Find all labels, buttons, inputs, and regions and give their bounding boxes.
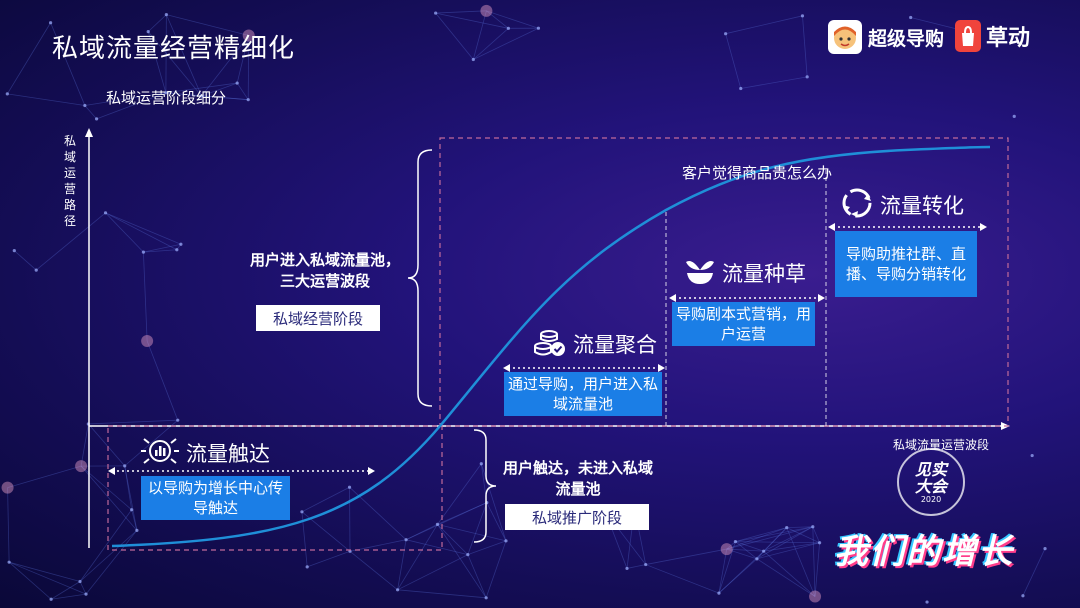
brand-chaojidaogou: 超级导购 xyxy=(828,20,944,54)
page-subtitle: 私域运营阶段细分 xyxy=(106,89,227,107)
brand-name: 超级导购 xyxy=(868,27,945,50)
private-domain-region xyxy=(439,137,1009,427)
bag-logo-icon xyxy=(955,20,981,52)
event-year: 2020 xyxy=(920,494,942,504)
private-domain-note: 用户进入私域流量池，三大运营波段 xyxy=(250,251,401,290)
coins-check-icon xyxy=(533,326,567,362)
people-reach-icon xyxy=(140,434,180,472)
brand-caodong: 草动 xyxy=(955,20,1030,52)
stage-gather-header: 流量聚合 xyxy=(533,326,657,362)
y-axis-arrow xyxy=(85,128,93,137)
stage-title: 流量聚合 xyxy=(573,333,657,357)
stage-title: 流量种草 xyxy=(722,262,806,286)
page-title: 私域流量经营精细化 xyxy=(52,34,296,64)
stage-gather-desc: 通过导购，用户进入私域流量池 xyxy=(504,372,662,416)
public-domain-note: 用户触达，未进入私域流量池 xyxy=(503,459,654,498)
avatar-face-icon xyxy=(828,20,862,54)
private-brace xyxy=(407,149,433,407)
sprout-bowl-icon xyxy=(684,256,716,290)
growth-curve xyxy=(111,145,991,548)
event-slogan: 我们的增长 xyxy=(834,532,1014,572)
event-badge-text: 见实大会 xyxy=(914,459,947,496)
public-domain-region xyxy=(107,425,443,551)
curve-note: 客户觉得商品贵怎么办 xyxy=(682,164,833,182)
x-axis-label: 私域流量运营波段 xyxy=(893,438,990,452)
y-axis-label: 私域运营路径 xyxy=(63,134,76,228)
public-domain-tag: 私域推广阶段 xyxy=(505,504,649,530)
stage-reach-header: 流量触达 xyxy=(140,434,270,472)
stage-title: 流量触达 xyxy=(186,442,270,466)
cycle-arrows-icon xyxy=(840,186,874,224)
private-domain-tag: 私域经营阶段 xyxy=(256,305,380,331)
brand-name: 草动 xyxy=(986,26,1031,51)
stage-reach-desc: 以导购为增长中心传导触达 xyxy=(141,476,290,520)
stage-convert-header: 流量转化 xyxy=(840,186,964,224)
stage-convert-desc: 导购助推社群、直播、导购分销转化 xyxy=(835,231,977,297)
stage-title: 流量转化 xyxy=(880,194,964,218)
event-badge-logo: 见实大会 2020 xyxy=(897,448,965,516)
public-brace xyxy=(473,429,497,543)
stage-seed-desc: 导购剧本式营销，用户运营 xyxy=(672,302,815,346)
stage-seed-header: 流量种草 xyxy=(684,256,806,290)
